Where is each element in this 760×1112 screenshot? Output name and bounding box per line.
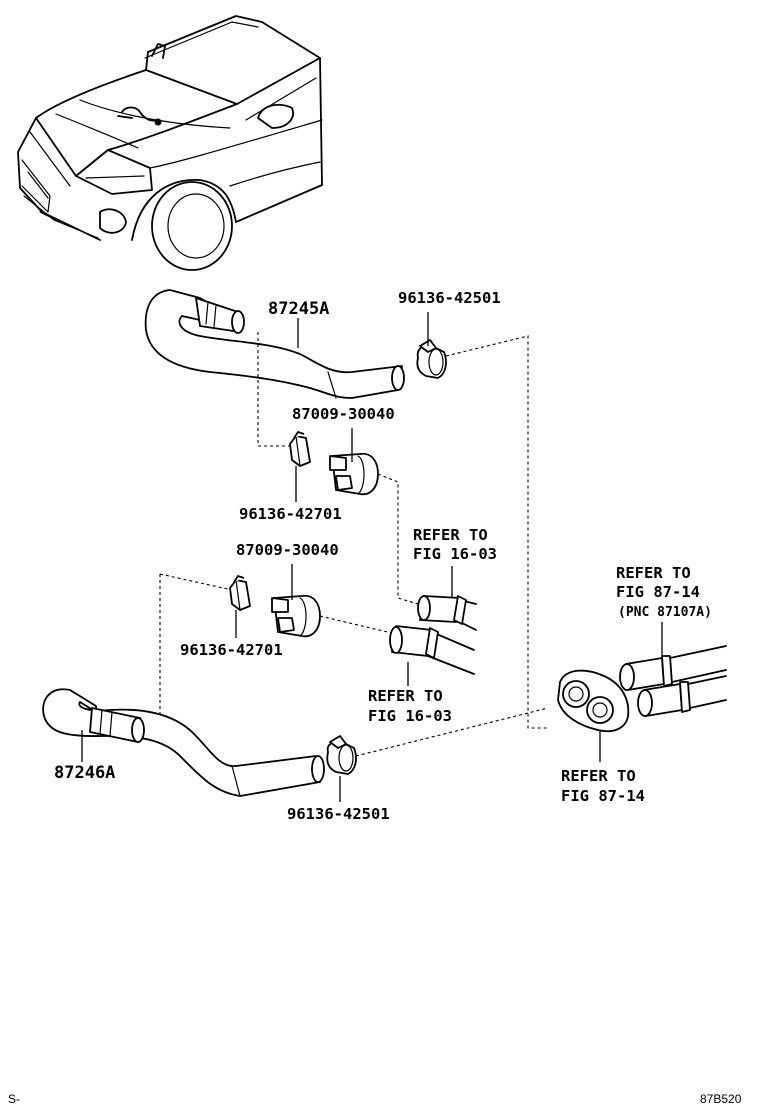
clamp-96136-42701-lower[interactable]: [229, 575, 251, 611]
vehicle-locator-illustration: [17, 15, 323, 271]
ref-heater-pipes-line3: (PNC 87107A): [618, 605, 712, 620]
heater-pipes-ref[interactable]: [619, 645, 727, 717]
hose-upper-label: 87245A: [268, 299, 329, 319]
ref-upper-pipe-line1: REFER TO: [413, 526, 488, 544]
ref-lower-pipe-line2: FIG 16-03: [368, 707, 452, 725]
hose-87245a[interactable]: [144, 289, 405, 399]
clamp-lower-right-label: 96136-42501: [287, 805, 390, 823]
guide-line-lower-top: [159, 573, 233, 591]
ref-upper-pipe-line2: FIG 16-03: [413, 545, 497, 563]
ref-lower-pipe-line1: REFER TO: [368, 687, 443, 705]
ref-grommet-line1: REFER TO: [561, 767, 636, 785]
ref-heater-pipes-line2: FIG 87-14: [616, 583, 700, 601]
guide-line-upper-right: [445, 335, 548, 729]
guide-line-upper-left: [257, 332, 290, 447]
grommet-plate-ref[interactable]: [557, 669, 630, 733]
ref-heater-pipes-line1: REFER TO: [616, 564, 691, 582]
clamp-upper-right-label: 96136-42501: [398, 289, 501, 307]
clamp-96136-42501-upper[interactable]: [416, 339, 447, 379]
guide-line-valve-lower: [319, 615, 397, 635]
pipe-lower-ref[interactable]: [389, 625, 475, 675]
footer-left-mark: S-: [8, 1092, 20, 1106]
pipe-upper-ref[interactable]: [417, 595, 477, 631]
diagram-code: 87B520: [700, 1092, 742, 1106]
clamp-96136-42501-lower[interactable]: [326, 735, 357, 775]
clamp-lower-small-label: 96136-42701: [180, 641, 283, 659]
ref-grommet-line2: FIG 87-14: [561, 787, 645, 805]
guide-line-lower-right: [355, 707, 549, 757]
clamp-upper-small-label: 96136-42701: [239, 505, 342, 523]
guide-line-valve-upper: [377, 473, 419, 605]
valve-87009-30040-lower[interactable]: [271, 594, 321, 638]
valve-upper-label: 87009-30040: [292, 405, 395, 423]
hose-lower-label: 87246A: [54, 763, 115, 783]
valve-87009-30040-upper[interactable]: [329, 452, 379, 496]
clamp-96136-42701-upper[interactable]: [289, 431, 311, 467]
valve-lower-label: 87009-30040: [236, 541, 339, 559]
hose-87246a[interactable]: [42, 688, 325, 797]
